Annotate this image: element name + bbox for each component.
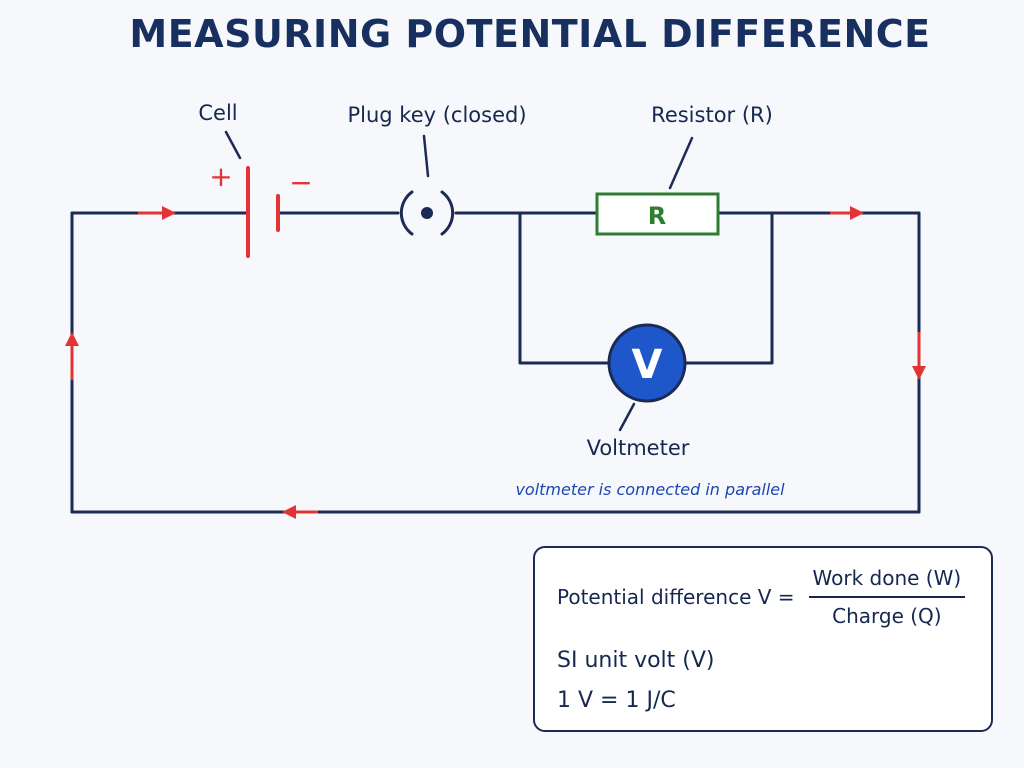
cell-plus-sign: + — [209, 160, 232, 193]
resistor-label: Resistor (R) — [651, 103, 773, 127]
resistor-symbol: R — [648, 202, 666, 230]
si-unit-line: SI unit volt (V) — [557, 648, 715, 673]
wire-parallel-left — [518, 211, 610, 365]
resistor-icon: R — [595, 192, 720, 236]
resistor-label-pointer — [668, 136, 694, 190]
unit-equivalence-line: 1 V = 1 J/C — [557, 688, 676, 713]
formula-denominator: Charge (Q) — [832, 604, 942, 628]
plug-key-label: Plug key (closed) — [347, 103, 526, 127]
cell-minus-sign: − — [289, 166, 312, 199]
current-arrows — [65, 206, 926, 519]
formula-numerator: Work done (W) — [808, 566, 966, 598]
page-title: MEASURING POTENTIAL DIFFERENCE — [129, 12, 931, 56]
cell-icon: + − — [209, 160, 313, 258]
cell-label-pointer — [224, 130, 242, 160]
circuit-wires — [70, 211, 921, 514]
formula-lhs: Potential difference V = — [557, 585, 795, 609]
cell-label: Cell — [198, 101, 237, 125]
wire-parallel-right — [684, 211, 774, 365]
voltmeter-label-pointer — [618, 402, 636, 432]
voltmeter-symbol: V — [632, 342, 663, 388]
plug-key-label-pointer — [422, 134, 430, 178]
arrow-icon — [282, 505, 318, 519]
arrow-icon — [912, 332, 926, 380]
plug-key-icon — [399, 190, 455, 236]
formula-row: Potential difference V = Work done (W) C… — [557, 566, 966, 628]
formula-fraction: Work done (W) Charge (Q) — [808, 566, 966, 628]
parallel-note: voltmeter is connected in parallel — [515, 480, 785, 499]
arrow-icon — [830, 206, 864, 220]
arrow-icon — [65, 332, 79, 380]
formula-box: Potential difference V = Work done (W) C… — [533, 546, 993, 732]
voltmeter-icon: V — [607, 323, 687, 403]
arrow-icon — [138, 206, 176, 220]
voltmeter-label: Voltmeter — [587, 436, 690, 460]
